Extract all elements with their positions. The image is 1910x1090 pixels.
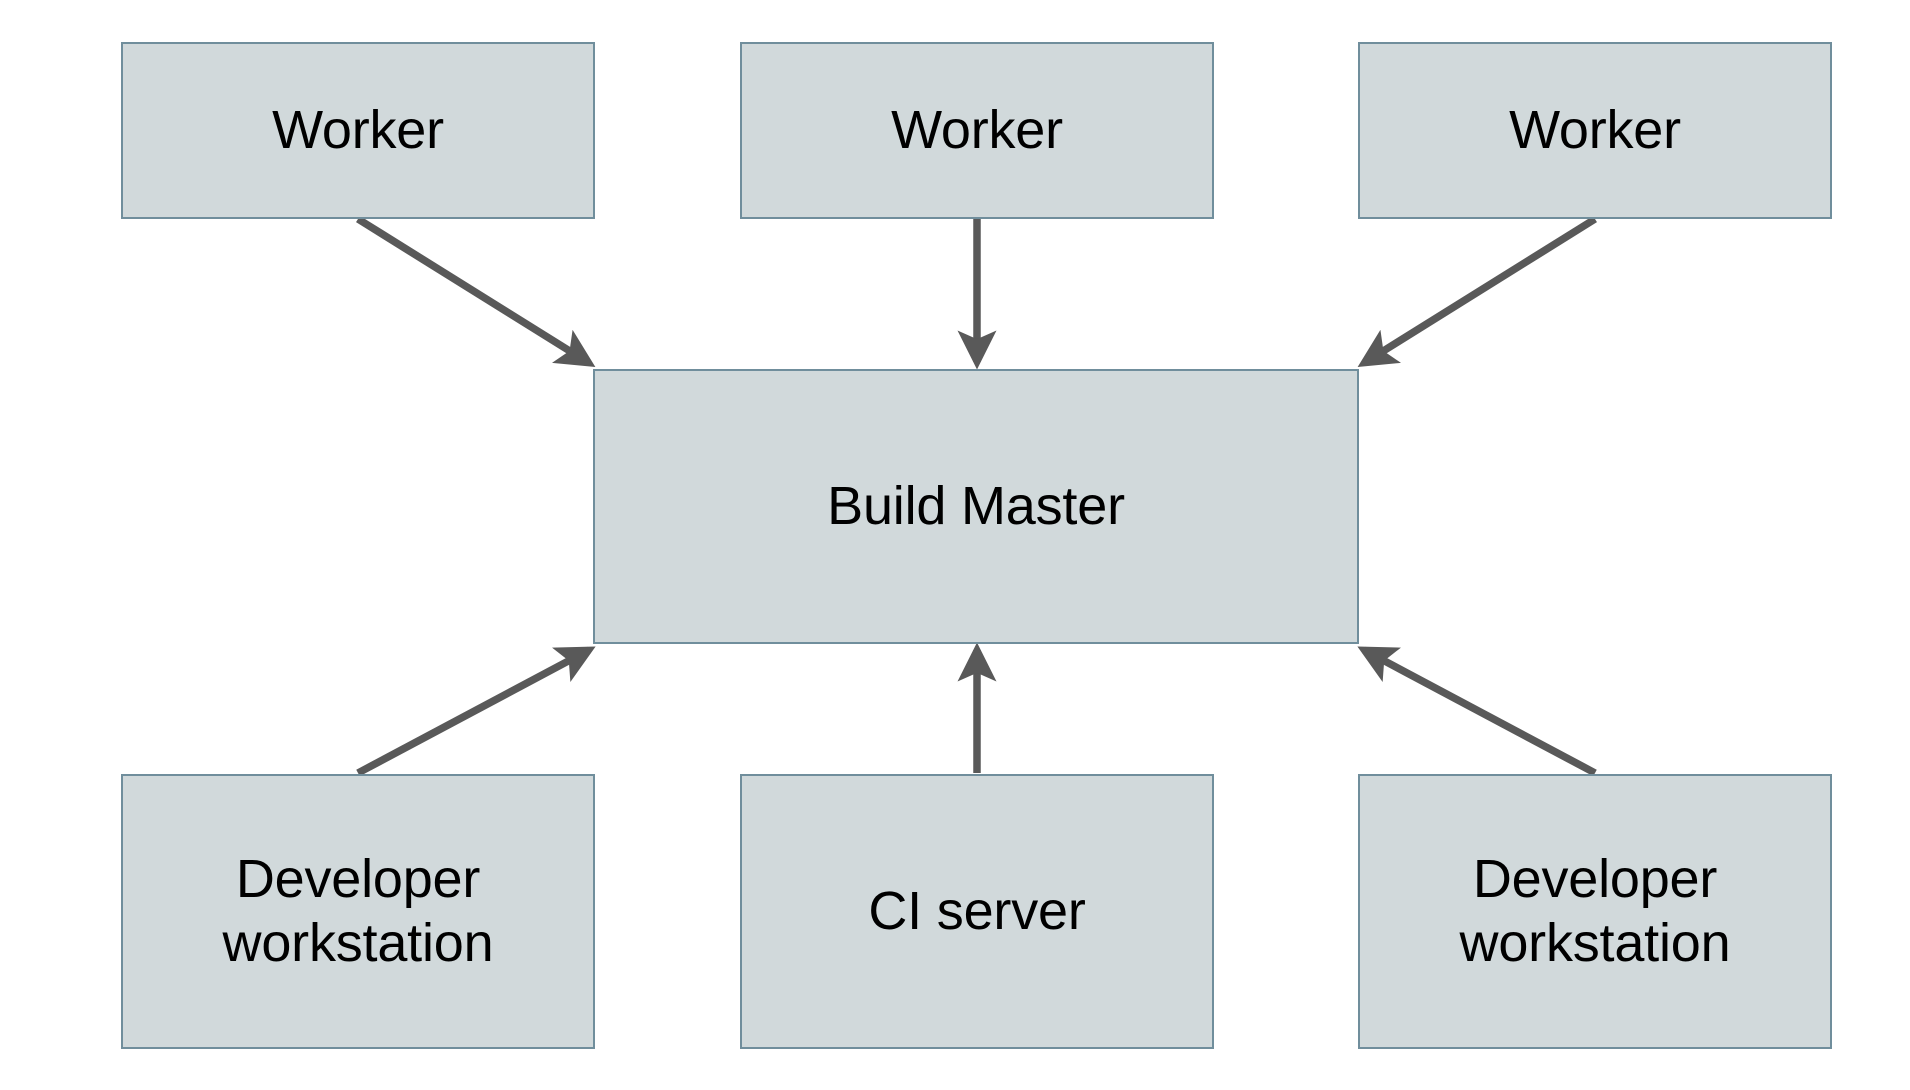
node-worker-1-label: Worker	[272, 99, 444, 160]
node-developer-workstation-2-label: Developer workstation	[1459, 848, 1731, 973]
node-worker-3-label: Worker	[1509, 99, 1681, 160]
node-worker-3[interactable]: Worker	[1358, 42, 1832, 219]
edge-worker-1-to-build-master	[356, 215, 596, 367]
node-worker-2-label: Worker	[891, 99, 1063, 160]
node-developer-workstation-1-label: Developer workstation	[222, 848, 494, 973]
node-worker-1[interactable]: Worker	[121, 42, 595, 219]
edge-developer-workstation-2-to-build-master	[1357, 646, 1597, 777]
node-developer-workstation-1[interactable]: Developer workstation	[121, 774, 595, 1049]
node-ci-server[interactable]: CI server	[740, 774, 1214, 1049]
edge-worker-3-to-build-master	[1357, 215, 1597, 367]
node-ci-server-label: CI server	[868, 880, 1086, 941]
node-worker-2[interactable]: Worker	[740, 42, 1214, 219]
node-build-master[interactable]: Build Master	[593, 369, 1359, 644]
node-developer-workstation-2[interactable]: Developer workstation	[1358, 774, 1832, 1049]
edge-developer-workstation-1-to-build-master	[356, 646, 596, 777]
node-build-master-label: Build Master	[827, 475, 1125, 536]
